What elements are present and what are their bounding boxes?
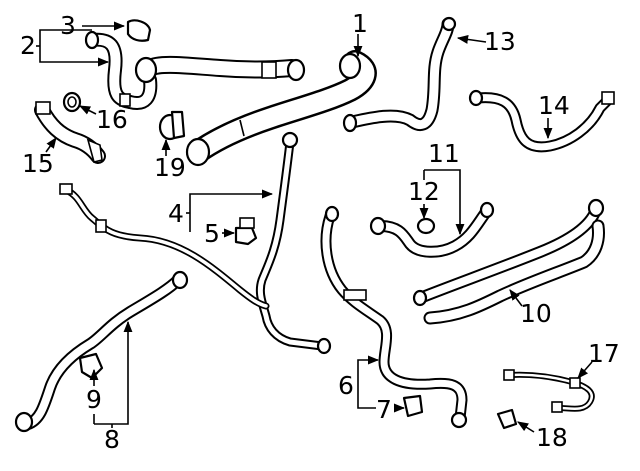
part-16-o-ring[interactable] bbox=[62, 91, 82, 113]
callout-5: 5 bbox=[204, 219, 220, 248]
callout-15: 15 bbox=[22, 149, 54, 178]
callout-13: 13 bbox=[484, 27, 516, 56]
part-19-connector[interactable] bbox=[158, 110, 186, 141]
callout-11: 11 bbox=[428, 139, 460, 168]
part-12-clamp[interactable] bbox=[416, 217, 436, 235]
callout-17: 17 bbox=[588, 339, 620, 368]
part-14-hose[interactable] bbox=[468, 89, 615, 153]
callout-14: 14 bbox=[538, 91, 570, 120]
leader-lines bbox=[36, 21, 593, 433]
callout-8: 8 bbox=[104, 425, 120, 454]
part-18-connector[interactable] bbox=[496, 408, 518, 430]
part-3-clamp[interactable] bbox=[126, 19, 152, 42]
part-10-hose[interactable] bbox=[412, 198, 605, 325]
part-4-pipe[interactable] bbox=[255, 131, 332, 355]
callout-6: 6 bbox=[338, 371, 354, 400]
callout-16: 16 bbox=[96, 105, 128, 134]
part-5-clip[interactable] bbox=[234, 217, 258, 246]
part-15-pipe[interactable] bbox=[34, 101, 106, 164]
callout-4: 4 bbox=[168, 199, 184, 228]
part-11-hose[interactable] bbox=[369, 201, 495, 258]
callout-18: 18 bbox=[536, 423, 568, 452]
part-6-pipe[interactable] bbox=[320, 205, 468, 429]
callout-10: 10 bbox=[520, 299, 552, 328]
part-2-hose[interactable] bbox=[84, 30, 306, 110]
callout-3: 3 bbox=[60, 11, 76, 40]
callout-9: 9 bbox=[86, 385, 102, 414]
callout-12: 12 bbox=[408, 177, 440, 206]
part-17-hose[interactable] bbox=[503, 369, 595, 413]
part-4-tube[interactable] bbox=[59, 183, 270, 310]
part-1-hose[interactable] bbox=[185, 50, 377, 167]
callout-1: 1 bbox=[352, 9, 368, 38]
callout-19: 19 bbox=[154, 153, 186, 182]
callout-2: 2 bbox=[20, 31, 36, 60]
part-7-connector[interactable] bbox=[402, 394, 424, 418]
part-13-hose[interactable] bbox=[342, 16, 457, 133]
part-9-clip[interactable] bbox=[78, 352, 104, 380]
callout-7: 7 bbox=[376, 395, 392, 424]
part-8-hose[interactable] bbox=[14, 270, 189, 433]
callout-numbers: 1 2 3 13 14 16 15 19 11 12 4 5 10 6 7 9 … bbox=[20, 9, 620, 454]
